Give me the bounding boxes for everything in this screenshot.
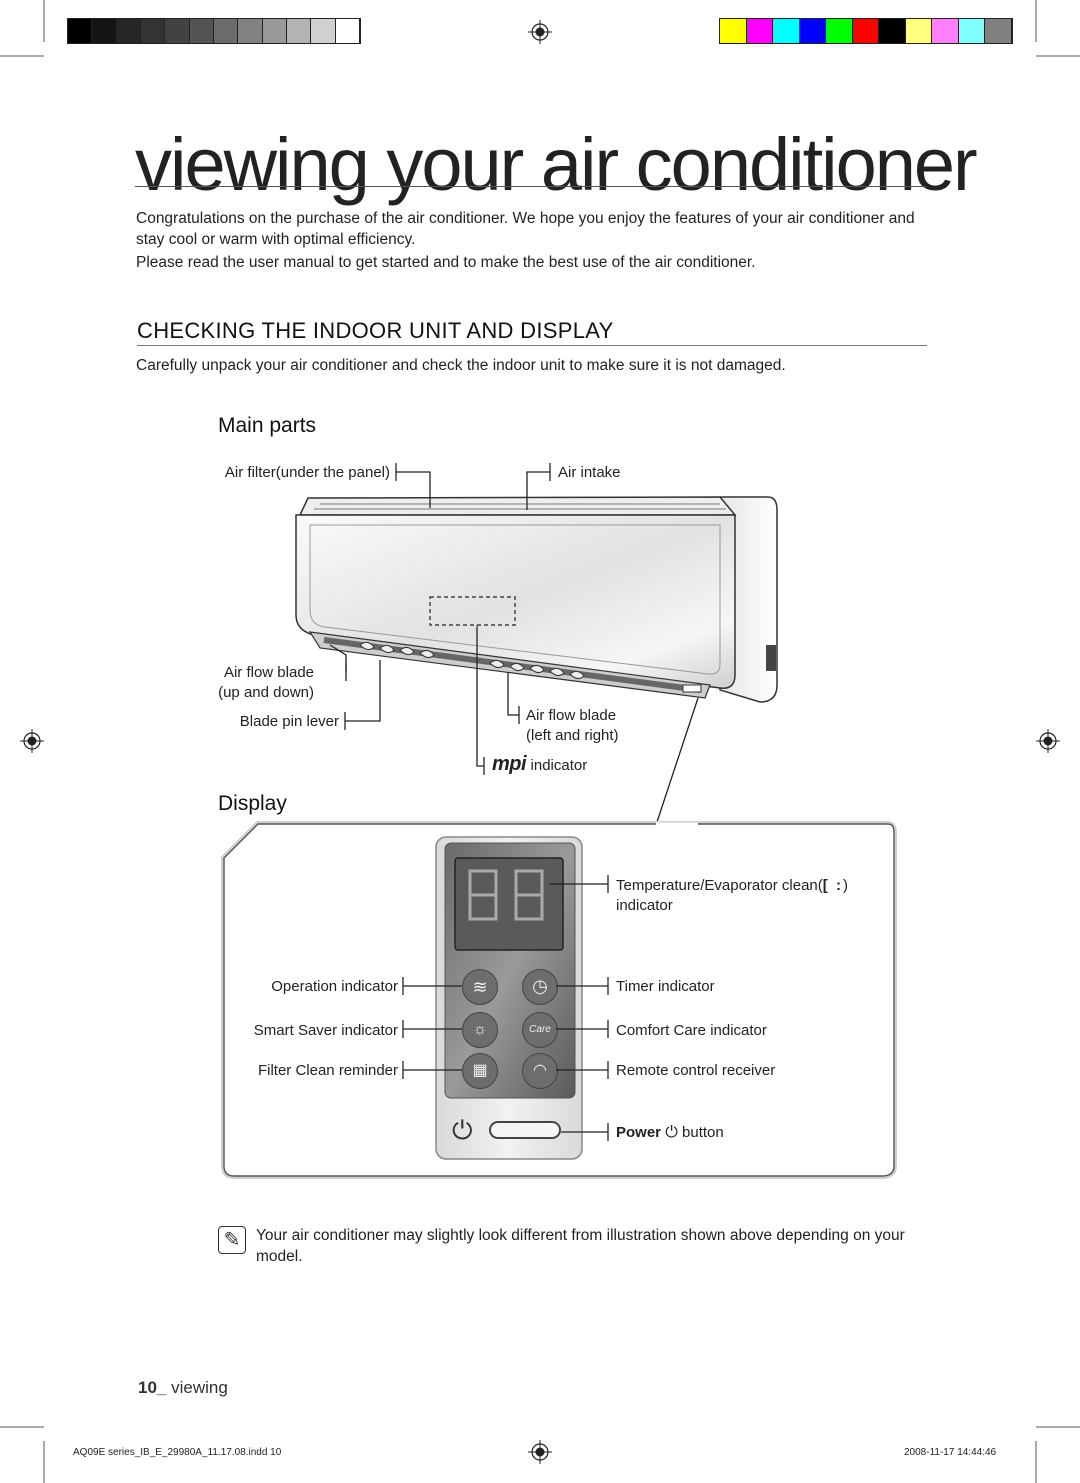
grey-swatch (165, 19, 190, 43)
grey-swatch (262, 19, 287, 43)
color-swatch (852, 19, 880, 43)
grey-swatch (287, 19, 312, 43)
page-section-label: viewing (171, 1378, 228, 1397)
air-flow-up-down-sub: (up and down) (218, 684, 314, 701)
filter-clean-reminder-icon: ▦ (462, 1053, 498, 1089)
note-pencil-icon: ✎ (218, 1226, 246, 1254)
power-icon: ⏻ (452, 1115, 473, 1145)
operation-indicator-label: Operation indicator (271, 978, 398, 995)
grey-swatch (116, 19, 141, 43)
color-swatch (826, 19, 853, 43)
greyscale-bar (67, 18, 361, 44)
grey-swatch (311, 19, 336, 43)
registration-mark-top (528, 20, 552, 44)
temperature-indicator-sub: indicator (616, 897, 673, 914)
temperature-indicator-label: Temperature/Evaporator clean([ :) (616, 876, 848, 895)
power-label-bold: Power (616, 1124, 662, 1141)
title-underline (135, 186, 927, 187)
registration-mark-bottom (528, 1440, 552, 1464)
evaporator-clean-symbol: [ : (822, 877, 843, 894)
timer-indicator-label: Timer indicator (616, 978, 715, 995)
remote-control-receiver-label: Remote control receiver (616, 1062, 776, 1079)
power-label-icon: ⏻ (665, 1124, 678, 1141)
display-heading: Display (218, 792, 287, 815)
print-timestamp: 2008-11-17 14:44:46 (904, 1447, 997, 1458)
intro-paragraph-2: Please read the user manual to get start… (136, 254, 756, 271)
temperature-label-text: Temperature/Evaporator clean( (616, 877, 823, 894)
mpi-logo: mpi (492, 753, 527, 775)
section-text: Carefully unpack your air conditioner an… (136, 357, 786, 374)
note-text: Your air conditioner may slightly look d… (256, 1227, 905, 1265)
grey-swatch (141, 19, 166, 43)
section-underline (137, 345, 927, 346)
grey-swatch (335, 19, 360, 43)
timer-indicator-icon: ◷ (522, 969, 558, 1005)
air-flow-left-right-label: Air flow blade (526, 707, 617, 724)
display-leader-lines (402, 875, 609, 1141)
color-swatch (773, 19, 800, 43)
air-flow-left-right-sub: (left and right) (526, 727, 619, 744)
mpi-indicator-text: indicator (530, 757, 588, 774)
registration-mark-right (1036, 729, 1060, 753)
main-parts-heading: Main parts (218, 414, 317, 437)
grey-swatch (92, 19, 117, 43)
comfort-care-indicator-icon: Care (522, 1012, 558, 1048)
grey-swatch (68, 19, 93, 43)
registration-mark-left (20, 729, 44, 753)
blade-pin-lever-label: Blade pin lever (239, 713, 339, 730)
grey-swatch (214, 19, 239, 43)
page-number-footer: 10_ viewing (138, 1378, 228, 1398)
mpi-indicator-label: mpi indicator (492, 753, 587, 776)
page-title: viewing your air conditioner (135, 123, 978, 206)
color-swatch (799, 19, 827, 43)
power-button[interactable] (489, 1121, 561, 1139)
air-intake-label: Air intake (558, 464, 621, 481)
section-heading: CHECKING THE INDOOR UNIT AND DISPLAY (137, 318, 614, 343)
air-flow-up-down-label: Air flow blade (223, 664, 314, 681)
color-swatch (746, 19, 774, 43)
remote-control-receiver-icon: ◠ (522, 1053, 558, 1089)
grey-swatch (189, 19, 214, 43)
smart-saver-indicator-icon: ☼ (462, 1012, 498, 1048)
intro-paragraph: Congratulations on the purchase of the a… (136, 210, 915, 248)
color-swatch (879, 19, 906, 43)
page-number: 10_ (138, 1378, 167, 1397)
temperature-label-close: ) (842, 877, 848, 894)
comfort-care-indicator-label: Comfort Care indicator (616, 1022, 767, 1039)
operation-indicator-icon: ≋ (462, 969, 498, 1005)
grey-swatch (238, 19, 263, 43)
color-swatch (958, 19, 986, 43)
filter-clean-reminder-label: Filter Clean reminder (257, 1062, 398, 1079)
color-swatch (985, 19, 1012, 43)
air-filter-label: Air filter(under the panel) (224, 464, 390, 481)
power-label-text: button (682, 1124, 724, 1141)
power-button-label: Power ⏻ button (616, 1123, 724, 1142)
smart-saver-indicator-label: Smart Saver indicator (253, 1022, 398, 1039)
color-swatch (905, 19, 933, 43)
main-parts-leader-lines (329, 463, 699, 823)
color-swatch (720, 19, 747, 43)
color-swatch (932, 19, 959, 43)
indoor-unit-illustration (295, 496, 778, 703)
file-name: AQ09E series_IB_E_29980A_11.17.08.indd 1… (73, 1447, 282, 1458)
color-bar (719, 18, 1013, 44)
